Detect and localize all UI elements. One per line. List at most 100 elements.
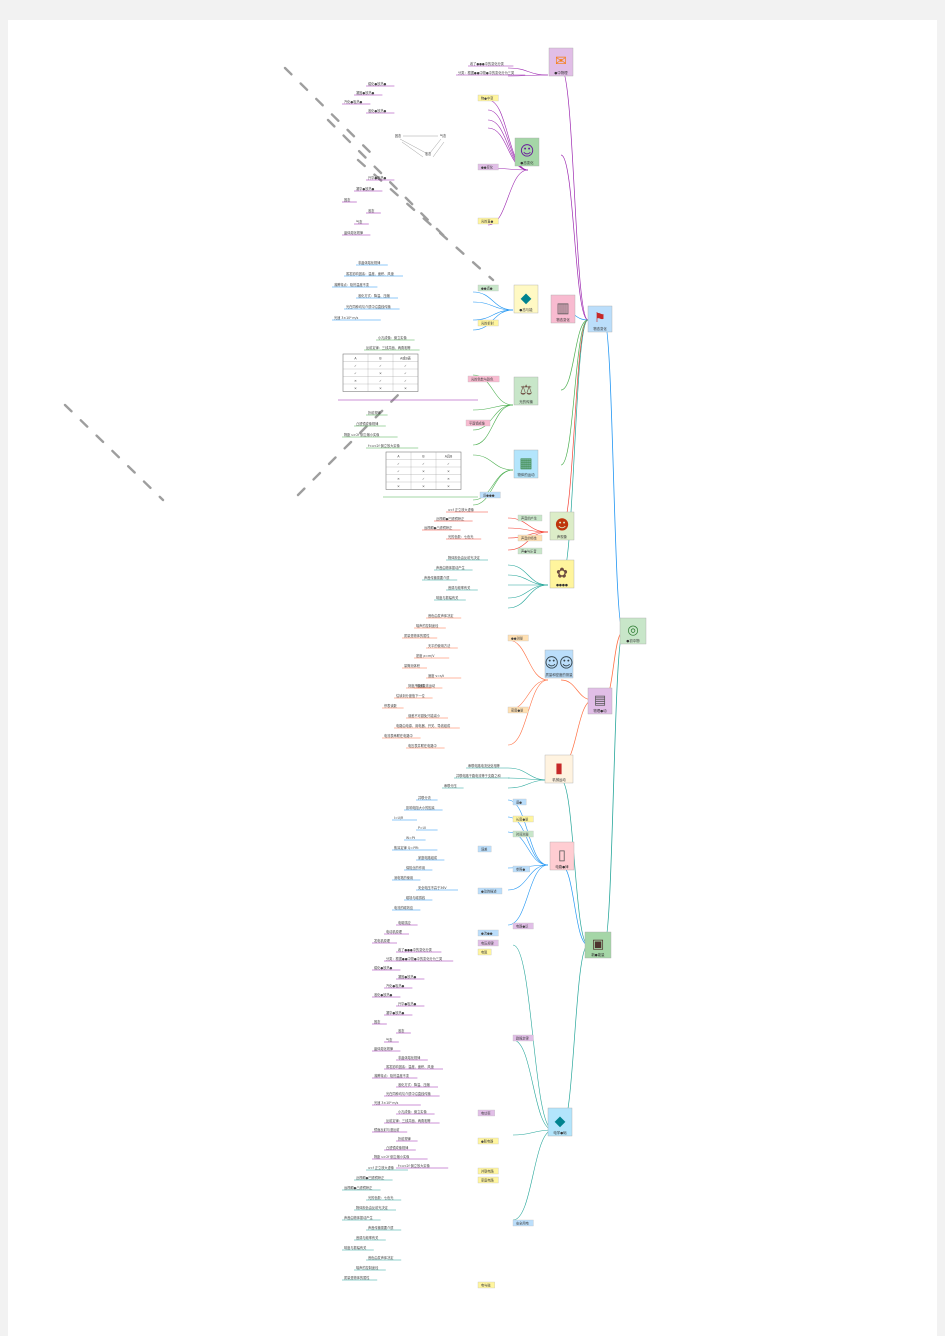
graduation-cap-icon: ◆ xyxy=(555,1113,566,1129)
node-label: ●初中物 xyxy=(626,638,640,643)
tag-t15: 长度●量 xyxy=(512,815,534,823)
tag-label: ●联电路 xyxy=(481,1138,494,1143)
diagram-label-gas: 气态 xyxy=(440,133,447,138)
tag-box xyxy=(477,1109,495,1117)
person-icon: ☺ xyxy=(520,143,535,159)
tag-label: 安全用电 xyxy=(516,1220,530,1225)
table-header: B xyxy=(379,356,381,360)
tag-label: 速● xyxy=(516,799,522,804)
tag-label: 电功率 xyxy=(481,1110,491,1115)
node-sub_cap2: ◆电学●础 xyxy=(547,1107,573,1137)
branch-text: 质量是物体的属性 xyxy=(404,633,430,638)
branch-text: 物体颜色由反射光决定 xyxy=(448,555,481,560)
branch-text: 凝华●放热● xyxy=(356,186,375,191)
branch-text: 远视眼●凸透镜矫正 xyxy=(424,525,453,530)
tag-box xyxy=(477,94,499,102)
chat-bubble-icon: ✉ xyxy=(555,53,567,69)
branch-text: 镜面反射与漫反射 xyxy=(374,1127,400,1132)
table-cell: ✓ xyxy=(379,379,382,383)
table-cell: ✓ xyxy=(404,379,407,383)
branch-text: 估读到分度值下一位 xyxy=(396,693,425,698)
table-cell: ✓ xyxy=(447,462,450,466)
branch-text: 串联电路电流处处相等 xyxy=(468,763,501,768)
tag-box xyxy=(477,948,492,956)
tag-t5: 光的折射 xyxy=(477,319,499,327)
branch-text: 测电笔的使用 xyxy=(394,875,413,880)
tag-box xyxy=(467,375,500,383)
tag-label: 欧姆定律 xyxy=(516,1035,530,1040)
diagram-arrow xyxy=(401,141,424,158)
node-label: 物体的运动 xyxy=(518,472,536,477)
connector-line xyxy=(507,679,549,711)
tag-t20: 电路●识 xyxy=(512,922,534,930)
connector-line xyxy=(507,564,549,586)
tag-t25: 电功率 xyxy=(477,1109,495,1117)
tag-label: 密度●量 xyxy=(511,707,524,712)
tag-label: ●●测量 xyxy=(511,635,524,640)
branch-text: 非晶体熔化规律 xyxy=(398,1055,421,1060)
branch-text: 电动机原理 xyxy=(386,929,403,934)
tag-box xyxy=(512,865,530,873)
node-label: 声现象 xyxy=(557,534,568,539)
connector-line xyxy=(560,944,589,1131)
branch-text: 液化●放热● xyxy=(368,108,387,113)
tag-label: 光的折射 xyxy=(481,320,495,325)
tag-t28: 家庭电路 xyxy=(477,1176,499,1184)
tag-label: 参照● xyxy=(516,866,525,871)
table-header: A xyxy=(397,454,400,458)
branch-text: 家庭电路组成 xyxy=(418,855,438,860)
branch-text: 光在同种均匀介质中沿直线传播 xyxy=(346,304,391,309)
connector-line xyxy=(487,99,529,171)
connector-line xyxy=(560,154,589,321)
branch-text: 着了●●●中的变化分类 xyxy=(470,61,505,66)
connector-line xyxy=(507,816,549,866)
tag-box xyxy=(477,1176,499,1184)
branch-text: 磁场与磁感线 xyxy=(406,895,426,900)
table-cell: ✕ xyxy=(422,484,425,488)
branch-text: f<u<2f 倒立放大实像 xyxy=(398,1163,431,1168)
tag-box xyxy=(477,845,492,853)
branch-text: 升华●吸热● xyxy=(398,1001,417,1006)
branch-text: 速度 v=s/t xyxy=(428,673,445,678)
tag-label: 物●中变 xyxy=(481,95,494,100)
connector-line xyxy=(560,319,589,581)
watermark-line xyxy=(296,388,405,497)
table-cell: ✕ xyxy=(447,477,450,481)
branch-text: 电路由电源、用电器、开关、导线组成 xyxy=(396,723,451,728)
branch-text: 光速 3×10⁸ m/s xyxy=(334,315,359,320)
branch-text: 停表读数 xyxy=(384,703,398,708)
tag-label: 时间测量 xyxy=(516,831,530,836)
branch-text: 熔化●放热● xyxy=(368,81,387,86)
tag-label: ●流●● xyxy=(481,930,493,935)
connector-line xyxy=(507,864,549,891)
branch-text: 物距 u>2f 倒立缩小实像 xyxy=(344,432,380,437)
branch-text: I=U/R xyxy=(394,816,404,820)
branch-text: 光在同种均匀介质中沿直线传播 xyxy=(386,1091,431,1096)
node-label: 电路●律 xyxy=(555,864,569,869)
branch-text: 并联分流 xyxy=(418,795,432,800)
branch-text: 近视眼●凹透镜矫正 xyxy=(356,1175,385,1180)
branch-text: 串联分压 xyxy=(444,783,458,788)
graduation-cap-icon: ◆ xyxy=(521,290,532,306)
connector-line xyxy=(487,169,529,226)
table-header: A且B xyxy=(445,454,453,458)
table-cell: ✓ xyxy=(354,364,357,368)
tag-t11: 声●与乐音 xyxy=(517,547,543,555)
connector-line xyxy=(560,319,589,391)
tag-box xyxy=(512,922,534,930)
node-box xyxy=(587,305,613,333)
tag-box xyxy=(477,163,499,171)
node-label: 光的传播 xyxy=(519,399,533,404)
table-cell: ✓ xyxy=(404,371,407,375)
branch-text: 沸腾特点：吸热温度不变 xyxy=(334,282,370,287)
branch-text: 保险丝的作用 xyxy=(406,865,425,870)
node-sub_palette: ✿●●●● xyxy=(549,559,575,589)
branch-text: 量筒测体积 xyxy=(404,663,421,668)
mind-map-leaf-texts: 着了●●●中的变化分类分类：根据●●中物●中的变化分为三类熔化●放热●凝固●放热… xyxy=(334,61,515,1280)
node-box xyxy=(513,376,539,406)
table-cell: ✕ xyxy=(447,469,450,473)
connector-line xyxy=(507,74,549,77)
tag-t27: 并联电路 xyxy=(477,1167,499,1175)
tag-box xyxy=(477,217,499,225)
tag-box xyxy=(512,1219,534,1227)
